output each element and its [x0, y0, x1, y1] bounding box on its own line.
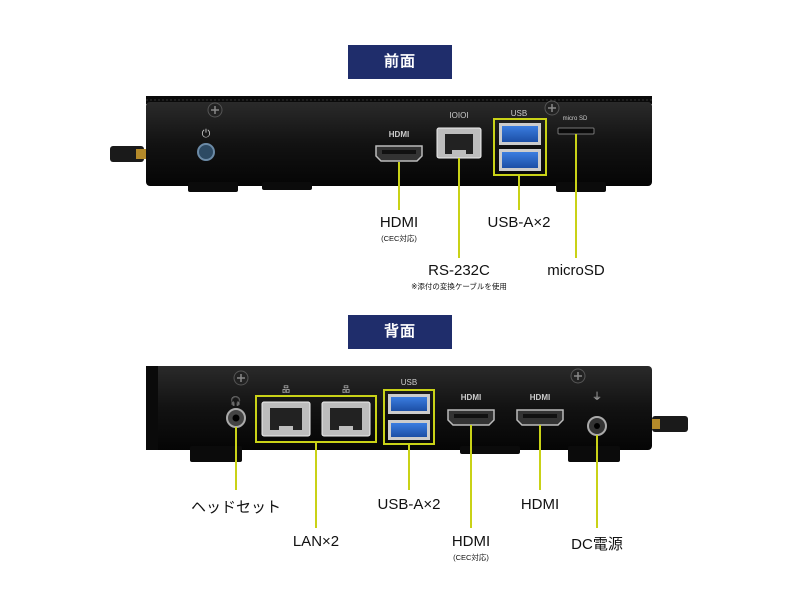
- microsd-label: microSD: [547, 262, 605, 279]
- dc-label: DC電源: [571, 536, 623, 553]
- sd-mark: micro SD: [563, 116, 588, 122]
- power-button: ⏻: [197, 128, 215, 161]
- headset-icon: 🎧: [230, 395, 241, 406]
- lan-icon-2: 品: [342, 385, 350, 394]
- antenna-right: [650, 416, 688, 432]
- front-hdmi-label: HDMI: [379, 214, 419, 231]
- back-hdmi-mark-2: HDMI: [530, 393, 550, 402]
- dc-icon: ⏚: [592, 391, 602, 403]
- headset-jack: 🎧: [226, 395, 246, 428]
- front-section-tag: 前面: [348, 45, 452, 79]
- front-device: ⏻ HDMI IOIOI USB micro SD: [110, 96, 652, 258]
- back-device: 🎧 品 品 USB HDMI: [146, 366, 688, 528]
- back-hdmi1-note: (CEC対応): [453, 553, 489, 562]
- back-usb-mark: USB: [401, 378, 417, 387]
- front-hdmi-note: (CEC対応): [381, 234, 417, 243]
- front-microsd-slot: micro SD: [557, 116, 595, 135]
- front-hdmi-port: HDMI: [375, 130, 423, 162]
- front-serial-port: IOIOI: [436, 111, 482, 159]
- back-section-tag: 背面: [348, 315, 452, 349]
- back-hdmi2-label: HDMI: [520, 496, 560, 513]
- front-usb-label: USB-A×2: [487, 214, 551, 231]
- back-hdmi-port-1: HDMI: [447, 393, 495, 426]
- antenna-left: [110, 146, 146, 162]
- front-usb-ports: USB: [493, 109, 547, 176]
- hdmi-mark: HDMI: [389, 130, 409, 139]
- headset-label: ヘッドセット: [190, 499, 281, 516]
- rs232c-label: RS-232C: [428, 262, 490, 279]
- lan-ports: 品 品: [255, 385, 377, 443]
- power-icon: ⏻: [202, 128, 211, 140]
- rs232c-note: ※添付の変換ケーブルを使用: [411, 282, 507, 291]
- back-usb-label: USB-A×2: [377, 496, 441, 513]
- serial-mark: IOIOI: [449, 111, 468, 120]
- back-usb-ports: USB: [383, 378, 435, 445]
- back-hdmi-mark-1: HDMI: [461, 393, 481, 402]
- lan-label: LAN×2: [292, 533, 340, 550]
- usb-mark: USB: [511, 109, 527, 118]
- lan-icon-1: 品: [282, 385, 290, 394]
- back-hdmi-port-2: HDMI: [516, 393, 564, 426]
- back-hdmi1-label: HDMI: [451, 533, 491, 550]
